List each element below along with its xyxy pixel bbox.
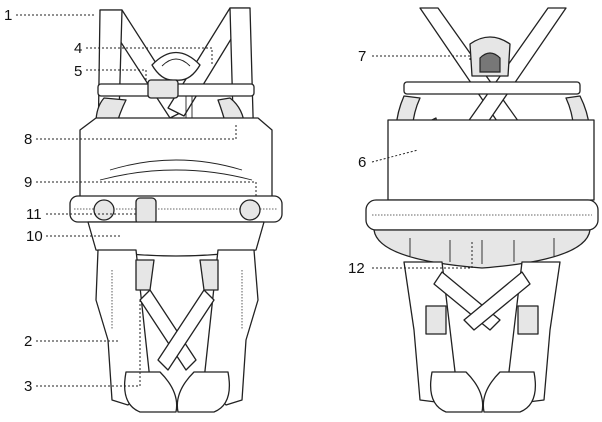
front-thigh-strap-right	[157, 289, 215, 371]
callout-12: 12	[348, 260, 365, 277]
callout-9: 9	[24, 174, 32, 191]
callout-3: 3	[24, 378, 32, 395]
front-back-pad	[79, 117, 273, 201]
back-chest-strap	[403, 81, 581, 95]
back-leg-label-right	[517, 305, 539, 335]
callout-2: 2	[24, 333, 32, 350]
callout-7: 7	[358, 48, 366, 65]
back-waist-belt	[365, 199, 599, 231]
back-pad	[387, 119, 595, 201]
front-belt-buckle	[135, 197, 157, 225]
callout-11: 11	[26, 206, 42, 223]
callout-4: 4	[74, 40, 82, 57]
front-leg-buckle-left	[135, 259, 155, 291]
front-side-ring-left	[93, 199, 115, 221]
front-chest-buckle	[147, 79, 179, 99]
back-foot-right	[482, 371, 537, 413]
front-foot-right	[176, 371, 231, 413]
back-view	[365, 7, 599, 413]
back-foot-left	[429, 371, 484, 413]
leader-lines	[16, 14, 473, 387]
front-foot-left	[123, 371, 178, 413]
back-buttock-strap-right	[463, 271, 531, 331]
callout-8: 8	[24, 131, 32, 148]
callout-5: 5	[74, 63, 82, 80]
callout-10: 10	[26, 228, 43, 245]
callout-labels: 1 4 5 8 9 11 10 2 3 7 6 12	[4, 7, 366, 395]
front-side-ring-right	[239, 199, 261, 221]
callout-6: 6	[358, 154, 366, 171]
front-dorsal-ring	[151, 51, 201, 81]
front-view	[69, 7, 283, 413]
back-leg-label-left	[425, 305, 447, 335]
callout-1: 1	[4, 7, 12, 24]
front-leg-buckle-right	[199, 259, 219, 291]
